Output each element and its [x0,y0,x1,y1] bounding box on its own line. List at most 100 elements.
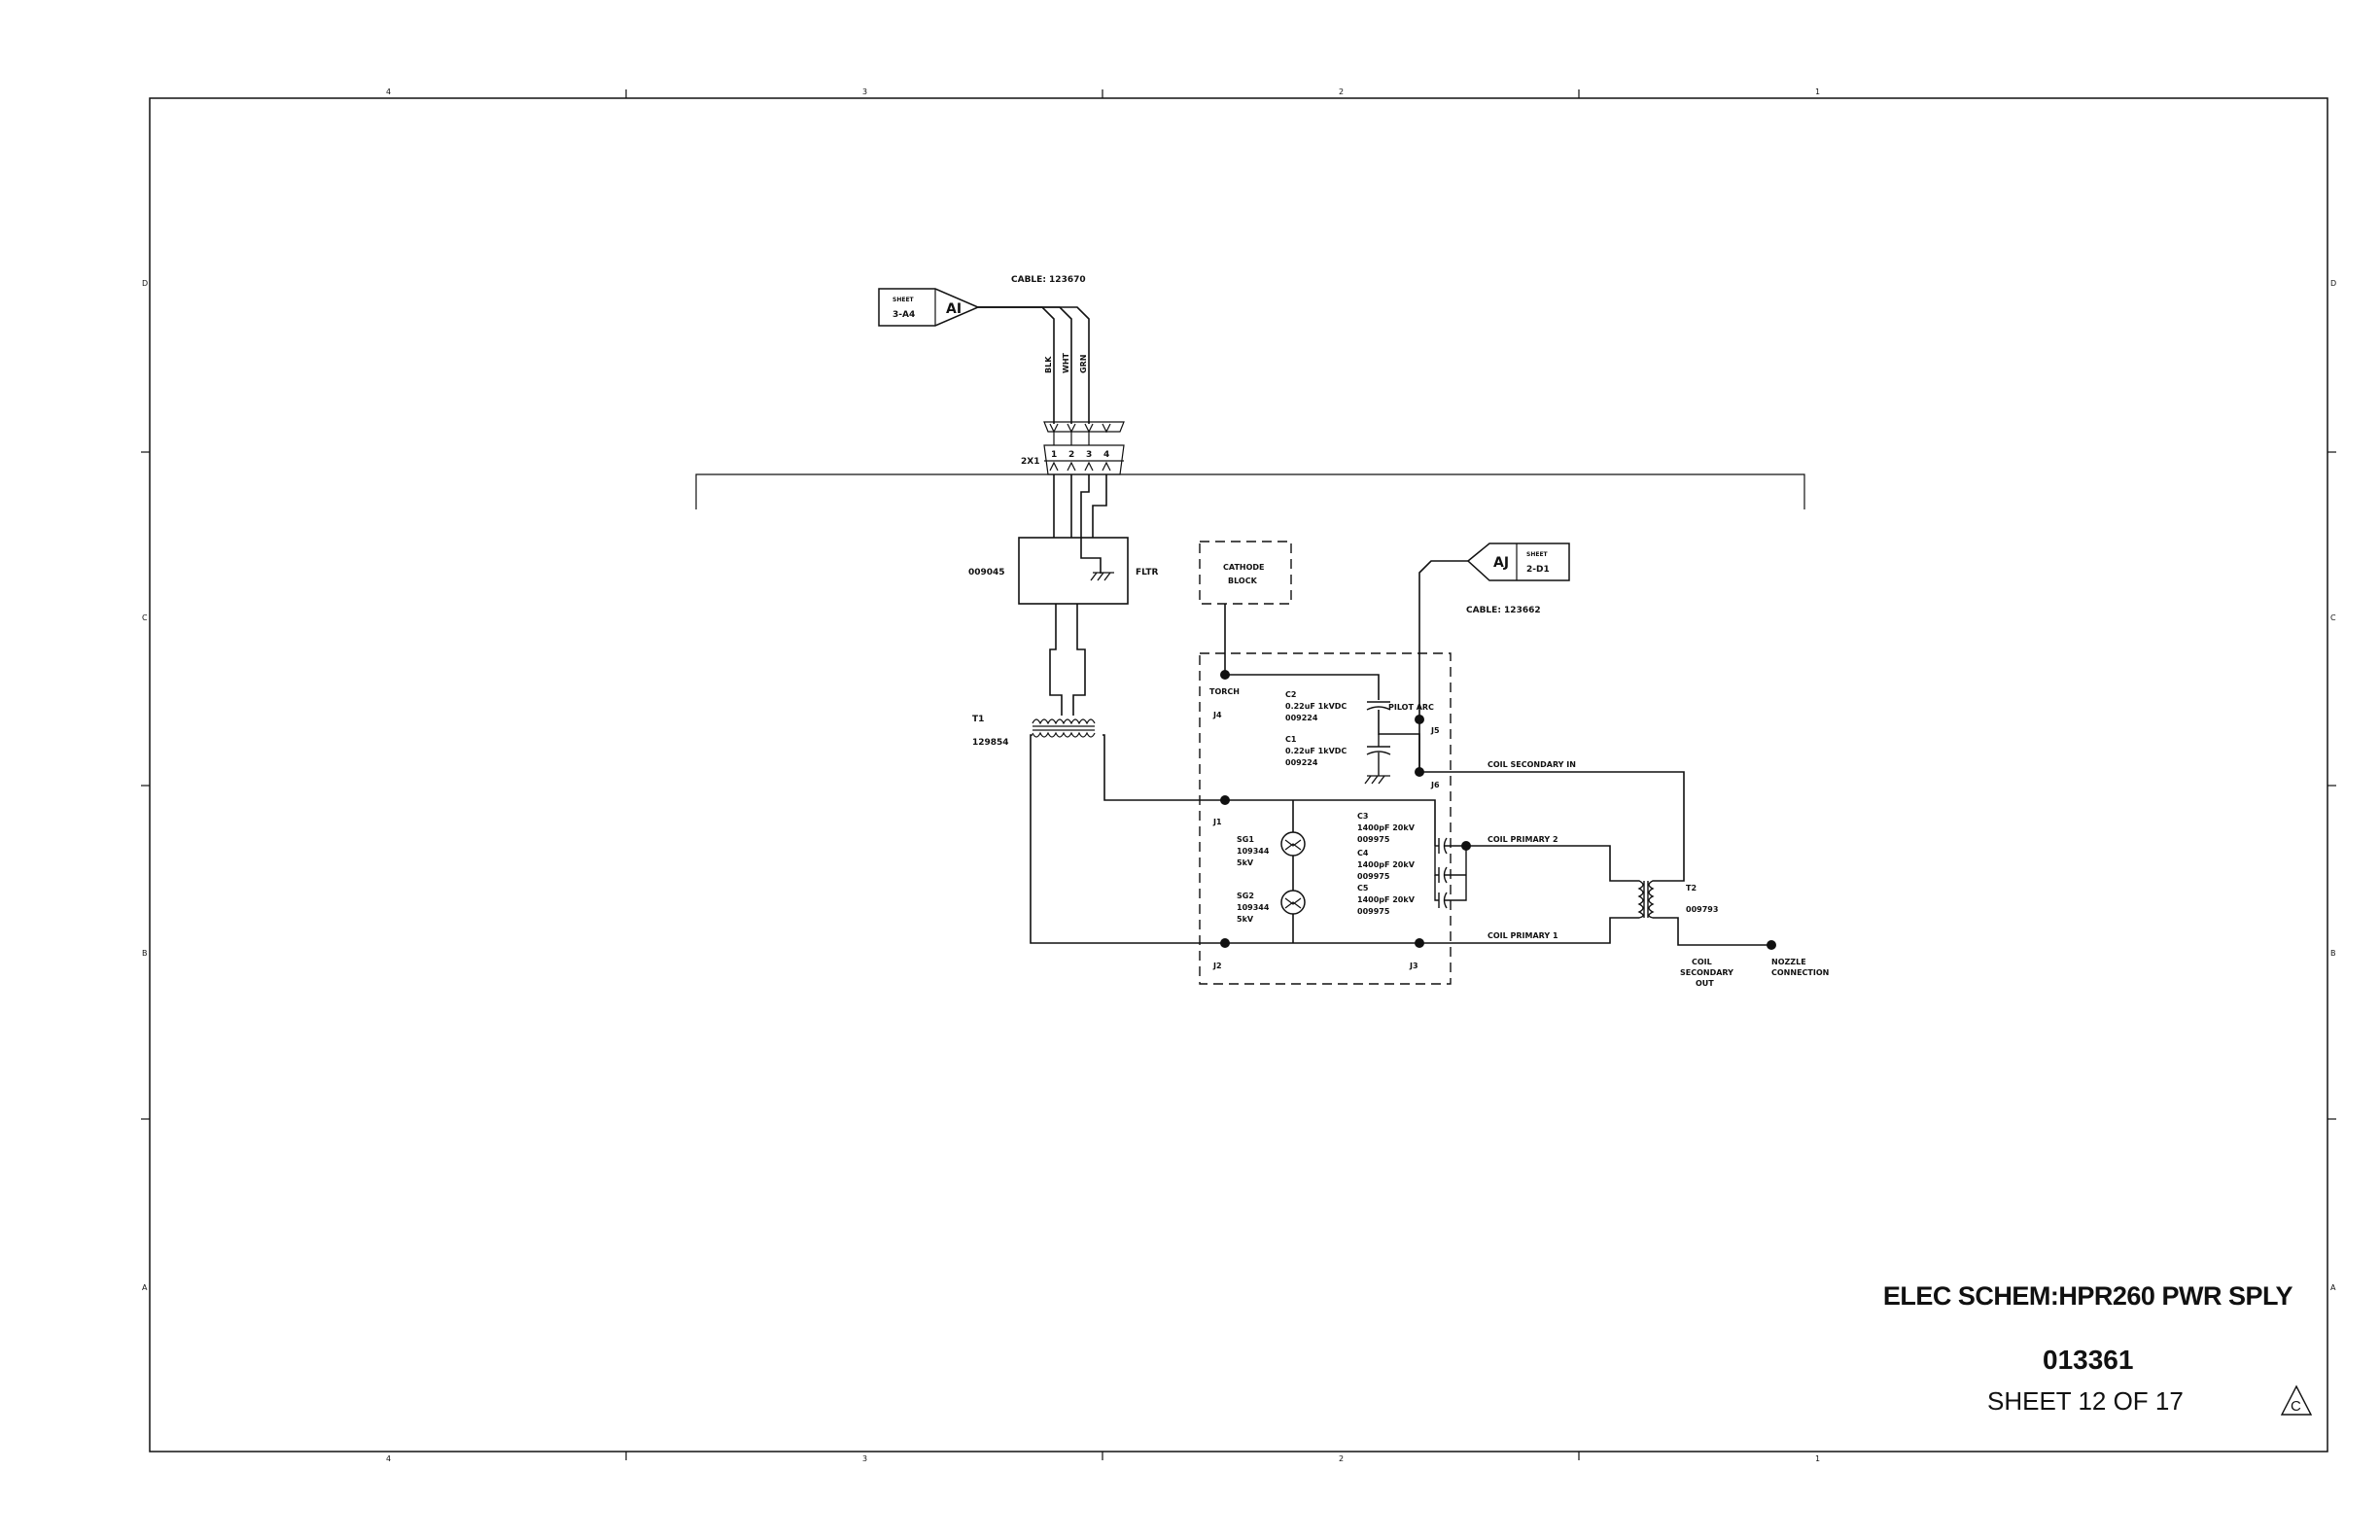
capacitor-c1-symbol [1366,734,1391,776]
spark-gap-sg1-symbol [1280,831,1306,857]
zone-row-left-d: D [142,279,148,288]
cathode-block-line2: BLOCK [1228,577,1258,585]
panel-boundary [695,473,1805,509]
aj-tag: AJ [1493,555,1509,571]
zone-col-bottom-2: 2 [1339,1454,1344,1463]
coil-primary-2-wire [1466,845,1629,882]
zone-col-bottom-4: 4 [386,1454,391,1463]
jack-j5: J5 [1430,726,1440,735]
sg1-ref: SG1 [1237,835,1254,844]
transformer-t1[interactable] [1032,718,1096,738]
cable-123662 [1418,560,1468,772]
c1-part: 009224 [1285,758,1318,767]
2x1-pin-3: 3 [1086,450,1092,460]
jack-j4: J4 [1212,711,1222,719]
c2-value: 0.22uF 1kVDC [1285,702,1347,711]
jack-j6: J6 [1430,781,1440,789]
zone-row-right-a: A [2330,1283,2336,1292]
coil-secondary-out-line3: OUT [1696,979,1714,988]
jack-torch: TORCH [1209,687,1240,696]
jack-j3: J3 [1409,962,1418,970]
title-block: ELEC SCHEM:HPR260 PWR SPLY 013361 SHEET … [1828,1281,2333,1456]
zone-row-right-b: B [2330,949,2336,958]
nozzle-line1: NOZZLE [1771,958,1806,966]
zone-col-bottom-3: 3 [862,1454,867,1463]
c3-part: 009975 [1357,835,1390,844]
drawing-title: ELEC SCHEM:HPR260 PWR SPLY [1882,1281,2293,1311]
drawing-number: 013361 [2043,1345,2134,1375]
cable-right-label: CABLE: 123662 [1466,606,1541,615]
c2-ref: C2 [1285,690,1296,699]
jack-pilot-arc: PILOT ARC [1388,703,1434,712]
ignition-assembly-boundary [1199,652,1452,985]
sg2-rating: 5kV [1237,915,1254,924]
sg2-ref: SG2 [1237,892,1254,900]
aj-sheet-ref: 2-D1 [1526,565,1550,575]
c4-value: 1400pF 20kV [1357,860,1416,869]
c5-ref: C5 [1357,884,1369,892]
offsheet-connector-ai[interactable] [878,288,980,327]
revision-mark: C [2291,1398,2301,1415]
zone-col-top-4: 4 [386,88,391,96]
coil-primary-1-label: COIL PRIMARY 1 [1488,931,1558,940]
offsheet-connector-aj[interactable] [1466,542,1570,581]
filter-label: FLTR [1136,568,1159,578]
capacitor-c2-symbol [1366,701,1391,711]
c2-part: 009224 [1285,714,1318,722]
t2-part: 009793 [1686,905,1718,914]
filter-box[interactable] [1018,537,1129,605]
node-pilot-arc [1415,715,1424,724]
cathode-block[interactable] [1199,541,1292,605]
jack-j1: J1 [1212,818,1222,826]
2x1-label: 2X1 [1021,457,1039,467]
coil-secondary-out-line2: SECONDARY [1680,968,1733,977]
ai-sheet-ref: 3-A4 [892,310,915,320]
t1-ref: T1 [972,715,984,724]
2x1-pin-2: 2 [1068,450,1074,460]
t1-secondary-to-j2 [1030,734,1225,944]
coil-secondary-out-line1: COIL [1692,958,1712,966]
c3-value: 1400pF 20kV [1357,823,1416,832]
zone-row-left-c: C [142,613,148,622]
t1-secondary-to-j1 [1102,734,1225,801]
cable-123670 [978,306,1090,424]
ground-icon [1090,572,1114,581]
coil-secondary-in-wire [1419,771,1685,882]
wire-wht-label: WHT [1062,352,1070,373]
ground-icon [1364,775,1390,785]
filter-input-wires [1053,474,1107,574]
t2-ref: T2 [1686,884,1697,892]
2x1-pin-1: 1 [1051,450,1057,460]
sheet-number: SHEET 12 OF 17 [1987,1386,2184,1416]
zone-row-right-c: C [2330,613,2336,622]
sg2-part: 109344 [1237,903,1270,912]
c5-part: 009975 [1357,907,1390,916]
cable-top-label: CABLE: 123670 [1011,275,1086,285]
c1-value: 0.22uF 1kVDC [1285,747,1347,755]
zone-col-bottom-1: 1 [1815,1454,1820,1463]
coil-secondary-in-label: COIL SECONDARY IN [1488,760,1576,769]
t1-part: 129854 [972,738,1009,748]
wire-blk-label: BLK [1044,356,1053,373]
zone-row-left-b: B [142,949,148,958]
transformer-t2[interactable] [1629,880,1659,919]
c4-ref: C4 [1357,849,1369,858]
c3-ref: C3 [1357,812,1368,821]
zone-row-left-a: A [142,1283,148,1292]
zone-col-top-1: 1 [1815,88,1820,96]
jack-j2: J2 [1212,962,1222,970]
ai-tag: AI [946,301,962,317]
j2-j3-bus [1225,917,1629,944]
zone-col-top-3: 3 [862,88,867,96]
ai-sheet-word: SHEET [892,297,915,303]
c2-c1-link [1378,710,1420,772]
sheet-border [149,97,2328,1452]
connector-2x1[interactable] [1043,421,1125,475]
nozzle-line2: CONNECTION [1771,968,1829,977]
cathode-block-line1: CATHODE [1223,563,1265,572]
filter-part: 009045 [968,568,1005,578]
c1-ref: C1 [1285,735,1297,744]
coil-secondary-out-wire [1659,917,1771,946]
wire-grn-label: GRN [1079,355,1088,373]
